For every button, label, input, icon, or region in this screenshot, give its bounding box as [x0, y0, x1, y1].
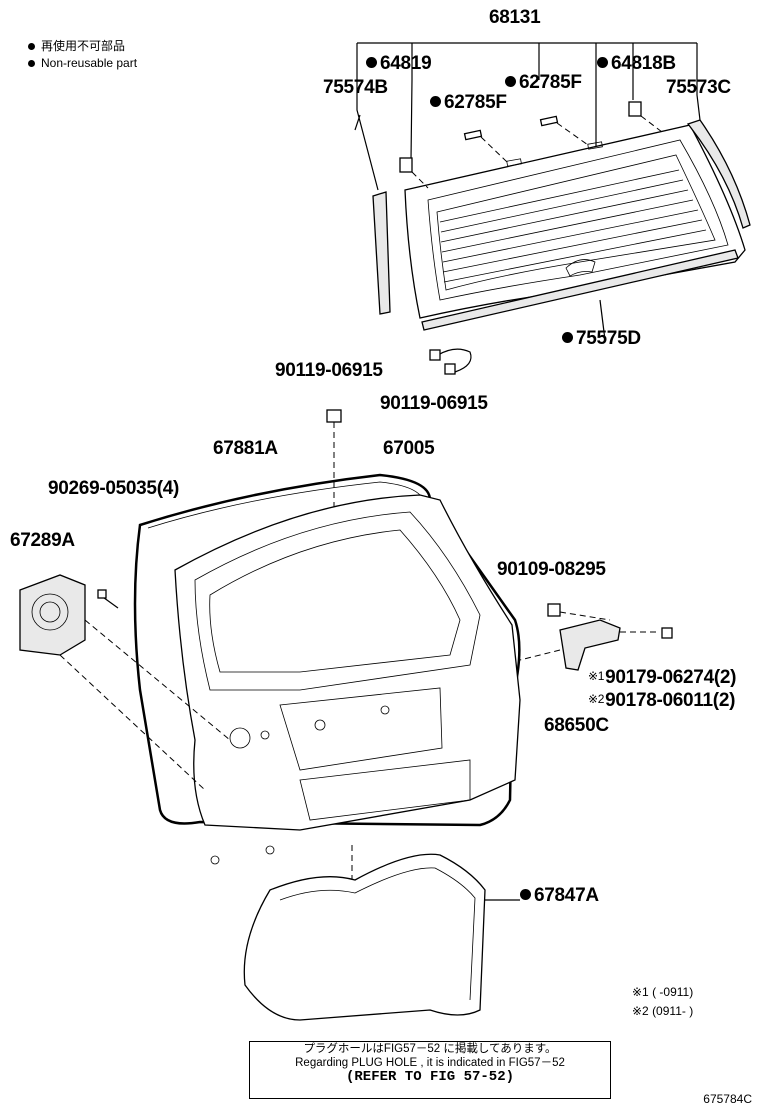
nonreusable-bullet-icon — [520, 889, 531, 900]
plug-cover-67289A — [19, 574, 231, 791]
note-mark-1: ※1 ( -0911) — [632, 985, 694, 999]
clips — [399, 101, 663, 189]
reference-box: プラグホールはFIG57－52 に掲載してあります。 Regarding PLU… — [249, 1041, 611, 1099]
label-64819-text: 64819 — [380, 53, 432, 74]
label-67847A-text: 67847A — [534, 885, 599, 906]
leader-lines — [354, 114, 606, 341]
label-90178-text: 90178-06011(2) — [605, 690, 736, 711]
nonreusable-bullet-icon — [366, 57, 377, 68]
legend-row-en: Non-reusable part — [28, 55, 137, 72]
molding-75573C — [686, 119, 751, 229]
label-68650C[interactable]: 68650C — [544, 715, 609, 736]
label-90179[interactable]: ※190179-06274(2) — [588, 667, 736, 689]
weatherstrip-inner — [147, 481, 425, 529]
label-64819[interactable]: 64819 — [366, 53, 432, 75]
screw-90269 — [97, 589, 119, 609]
bullet-icon — [28, 60, 35, 67]
label-67847A[interactable]: 67847A — [520, 885, 599, 907]
note-mark-2: ※2 (0911- ) — [632, 1004, 694, 1018]
reference-line-en: Regarding PLUG HOLE , it is indicated in… — [295, 1057, 565, 1069]
label-62785F-b[interactable]: 62785F — [430, 92, 507, 114]
label-64818B-text: 64818B — [611, 53, 676, 74]
label-90119-a[interactable]: 90119-06915 — [275, 360, 383, 381]
bracket-68131 — [356, 42, 701, 191]
trim-board-67847A — [243, 845, 520, 1021]
mark-1: ※1 — [588, 669, 605, 683]
molding-75575D — [421, 249, 739, 331]
label-90269[interactable]: 90269-05035(4) — [48, 478, 180, 499]
label-75573C[interactable]: 75573C — [666, 77, 731, 98]
label-64818B[interactable]: 64818B — [597, 53, 676, 75]
back-door-panel-67005 — [174, 494, 521, 865]
label-90179-text: 90179-06274(2) — [605, 667, 737, 688]
figure-number: 675784C — [703, 1092, 752, 1106]
label-90178[interactable]: ※290178-06011(2) — [588, 690, 735, 712]
label-62785F-a[interactable]: 62785F — [505, 72, 582, 94]
legend-row-jp: 再使用不可部品 — [28, 38, 137, 55]
reference-line-jp: プラグホールはFIG57－52 に掲載してあります。 — [303, 1043, 557, 1055]
nonreusable-bullet-icon — [505, 76, 516, 87]
label-75574B[interactable]: 75574B — [323, 77, 388, 98]
mark-2: ※2 — [588, 692, 605, 706]
label-68131[interactable]: 68131 — [489, 7, 541, 28]
label-62785F-b-text: 62785F — [444, 92, 507, 113]
washer-connector — [429, 348, 472, 375]
label-67289A[interactable]: 67289A — [10, 530, 75, 551]
legend-en-text: Non-reusable part — [41, 56, 138, 70]
label-67005[interactable]: 67005 — [383, 438, 435, 459]
label-90109[interactable]: 90109-08295 — [497, 559, 606, 580]
nonreusable-bullet-icon — [430, 96, 441, 107]
molding-75574B — [372, 191, 391, 315]
bullet-icon — [28, 43, 35, 50]
label-62785F-a-text: 62785F — [519, 72, 582, 93]
nonreusable-bullet-icon — [562, 332, 573, 343]
reference-line-refer[interactable]: (REFER TO FIG 57-52) — [345, 1069, 515, 1085]
label-67881A[interactable]: 67881A — [213, 438, 278, 459]
label-75575D-text: 75575D — [576, 328, 641, 349]
label-90119-b[interactable]: 90119-06915 — [380, 393, 488, 414]
legend-jp-text: 再使用不可部品 — [41, 39, 126, 53]
door-lock-68650C — [519, 603, 673, 671]
label-75575D[interactable]: 75575D — [562, 328, 641, 350]
legend: 再使用不可部品 Non-reusable part — [28, 38, 137, 72]
nonreusable-bullet-icon — [597, 57, 608, 68]
